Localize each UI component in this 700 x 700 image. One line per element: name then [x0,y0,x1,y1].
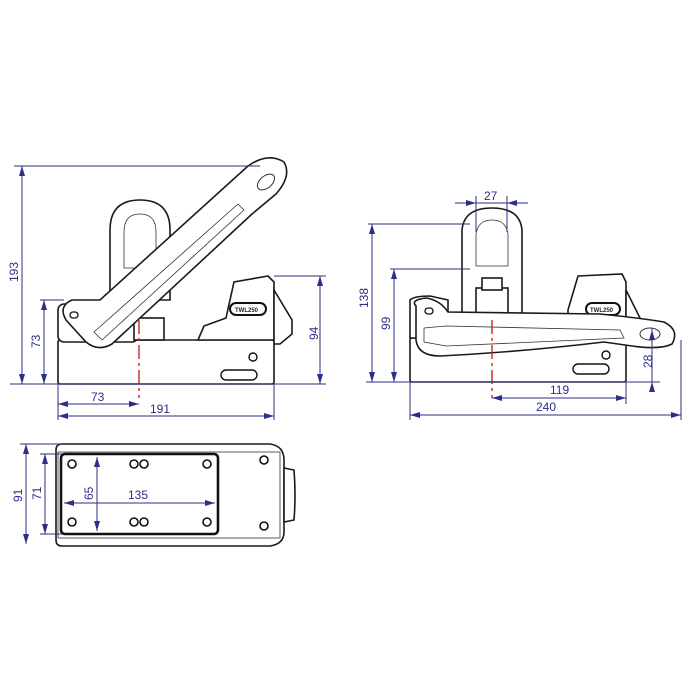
latch [273,287,293,345]
dim-119: 119 [550,383,569,397]
slot [572,363,610,375]
dim-73-offset: 73 [91,390,105,404]
dim-99: 99 [379,316,393,330]
lever-handle [62,157,288,349]
dim-135: 135 [128,488,148,502]
bottom-view: 91 71 65 135 [11,443,296,547]
magnet-plate [59,452,220,536]
bolts [67,455,269,531]
side-view-right: TWL250 27 138 99 28 119 2 [357,189,682,420]
model-tag-text: TWL250 [235,308,259,314]
dim-240: 240 [536,400,556,414]
pivot-hole [69,311,79,319]
dim-138: 138 [357,288,371,308]
model-tag [229,302,267,316]
side-view-left: TWL250 193 73 94 73 191 [7,157,326,420]
dim-27: 27 [484,189,498,203]
dim-193: 193 [7,262,21,282]
dim-28: 28 [641,354,655,368]
eye-cap [481,277,503,291]
screw [248,352,258,362]
slot [220,369,258,381]
dim-65: 65 [82,486,96,500]
handle-hole [256,173,276,191]
dim-91: 91 [11,488,25,502]
lever-handle [413,297,676,357]
screw [601,350,611,360]
dim-71: 71 [30,486,44,500]
dim-94: 94 [307,326,321,340]
latch-end [283,467,296,523]
model-tag-text: TWL250 [590,308,614,314]
dim-73-height: 73 [29,334,43,348]
dim-191: 191 [150,402,170,416]
eye-stem [475,287,509,315]
eye-stem [133,317,165,341]
